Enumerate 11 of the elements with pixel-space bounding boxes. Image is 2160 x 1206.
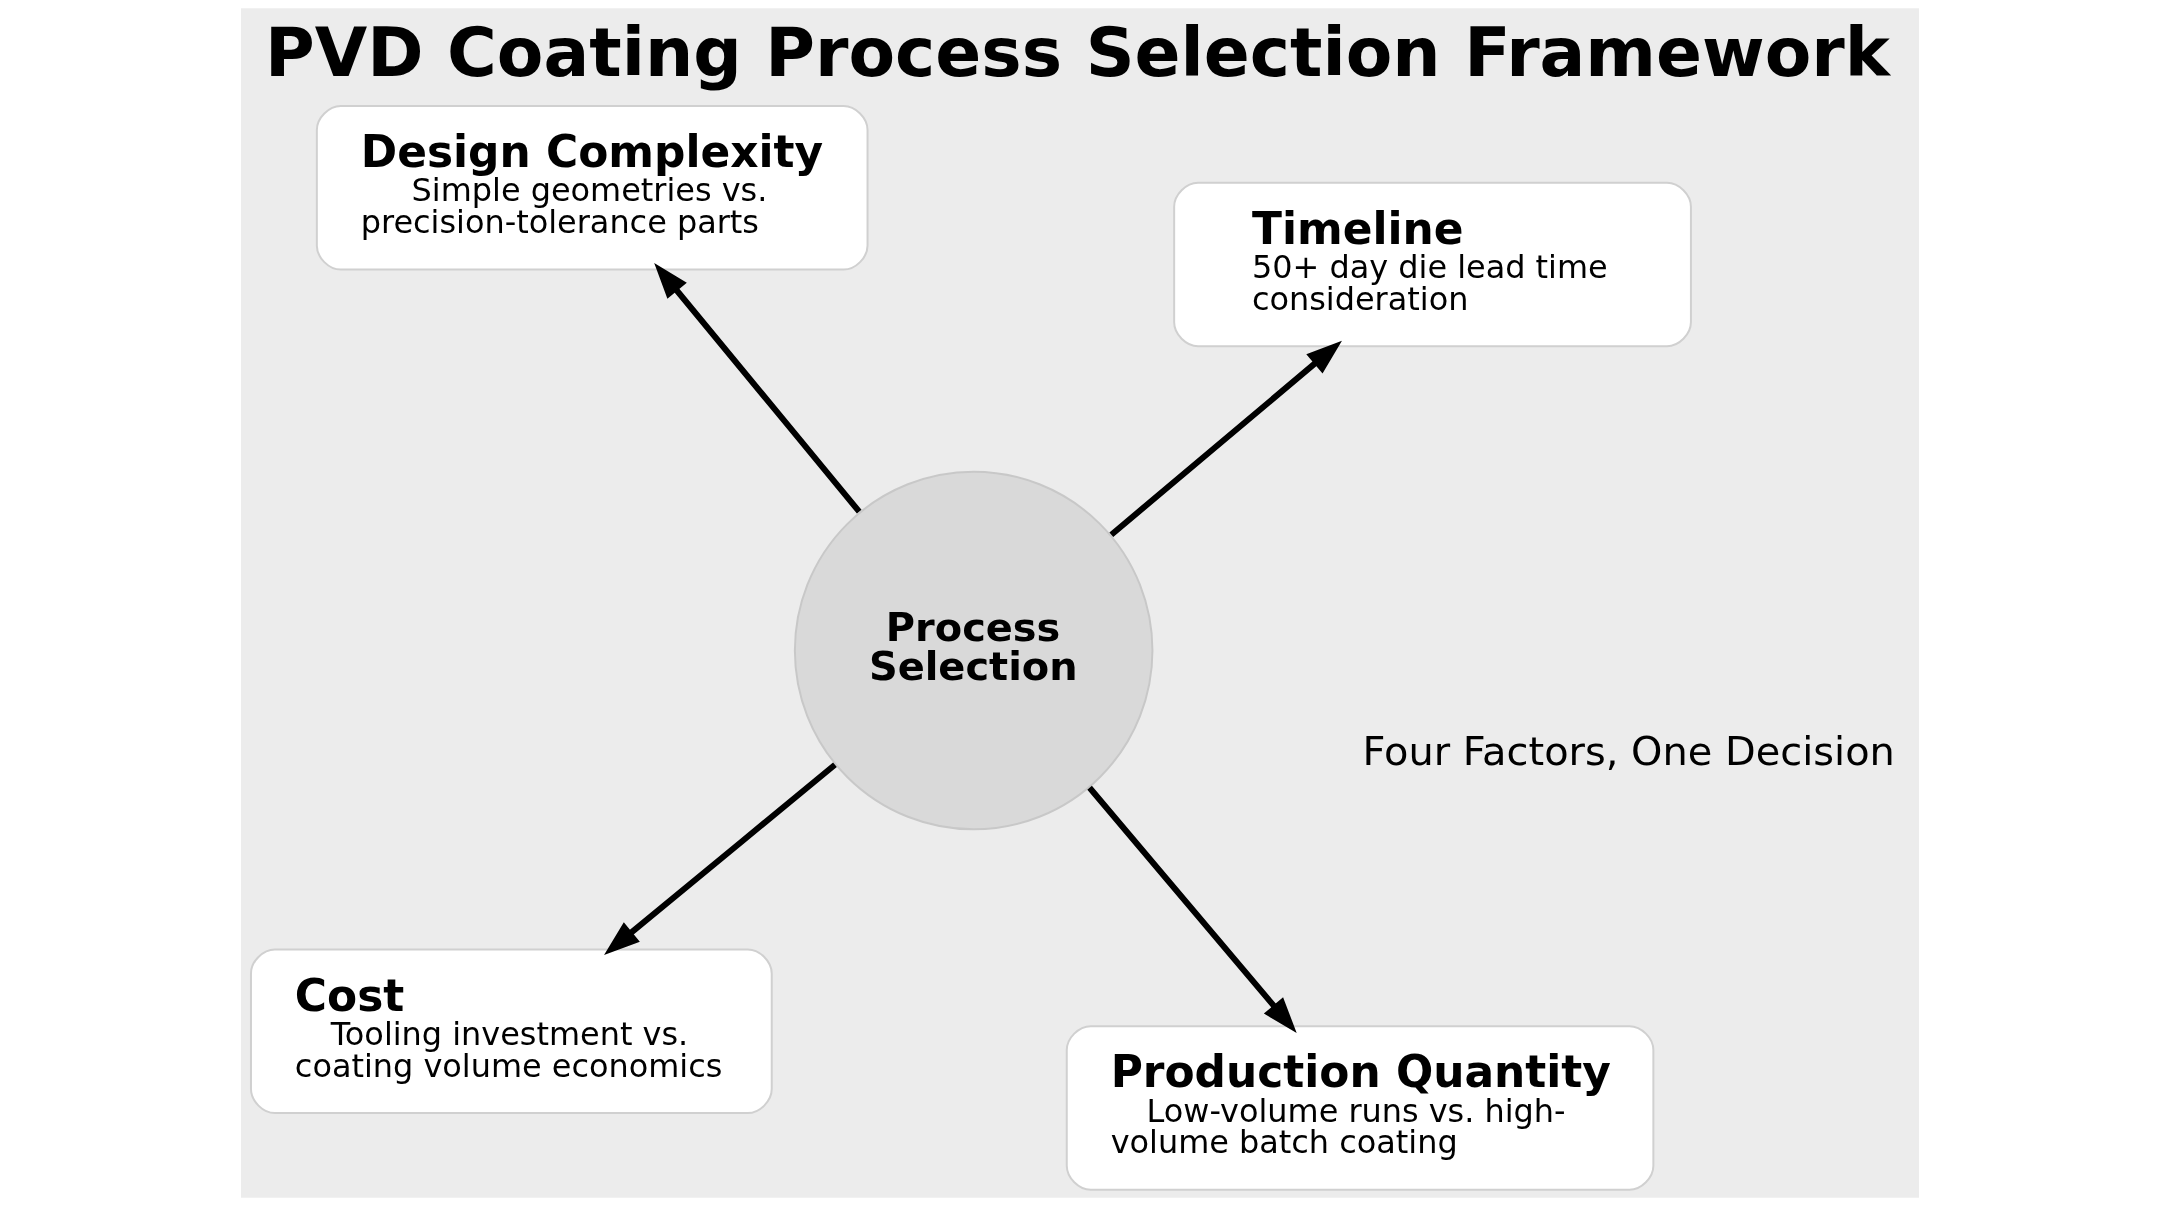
node-box: Timeline 50+ day die lead time consideration (1173, 181, 1692, 348)
diagram-title: PVD Coating Process Selection Framework (264, 13, 1890, 93)
node-box: Production Quantity Low-volume runs vs. high-volume batch coating (1065, 1025, 1655, 1191)
node-box: Cost Tooling investment vs. coating volume economics (250, 948, 773, 1115)
arrow (1109, 340, 1342, 537)
arrow (604, 762, 837, 955)
arrow (654, 263, 862, 514)
label: Four Factors, One Decision (1362, 727, 1895, 774)
node-circle: Process Selection (793, 470, 1154, 831)
node-box: Design Complexity Simple geometries vs. precision-tolerance parts (315, 105, 869, 271)
arrow (1087, 785, 1297, 1033)
